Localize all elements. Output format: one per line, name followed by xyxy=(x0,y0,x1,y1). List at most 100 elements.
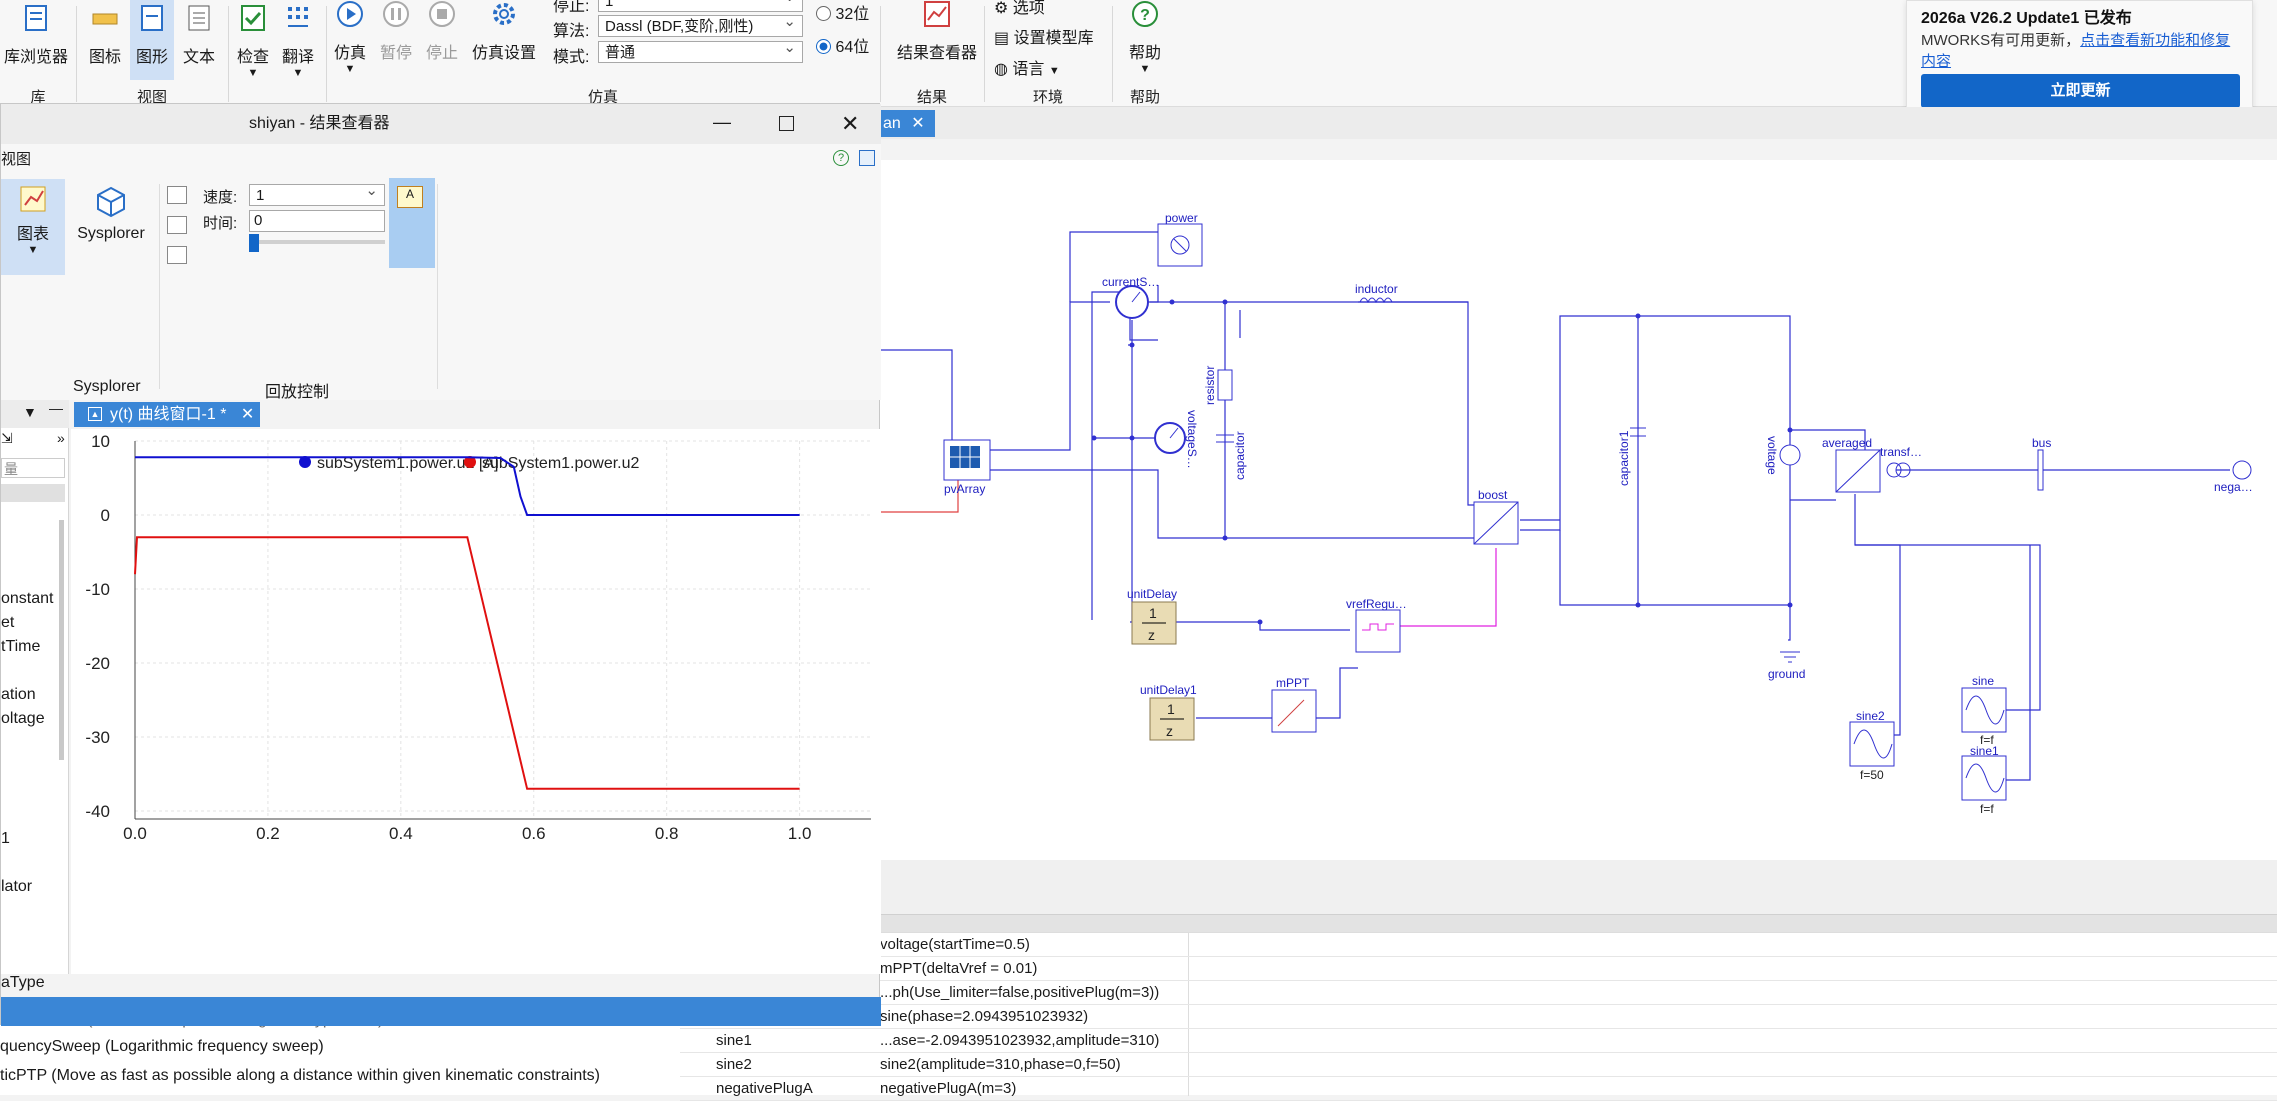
plot-window-tab[interactable]: ▲ y(t) 曲线窗口-1 * ✕ xyxy=(74,402,260,427)
result-viewer-button[interactable]: 结果查看器 xyxy=(892,0,982,63)
sine2-source[interactable] xyxy=(1849,721,1895,767)
speed-label: 速度: xyxy=(203,189,238,206)
update-now-button[interactable]: 立即更新 xyxy=(1921,74,2240,108)
library-list-item[interactable]: ticPTP (Move as fast as possible along a… xyxy=(0,1067,600,1084)
delay1-numerator: 1 xyxy=(1167,701,1175,717)
help-icon[interactable]: ? xyxy=(833,150,849,166)
vref-regulator[interactable] xyxy=(1355,609,1401,653)
model-diagram-canvas[interactable]: power currentS… inductor resistor capaci… xyxy=(880,160,2277,860)
scrollbar[interactable] xyxy=(59,520,64,760)
unit-delay-1[interactable] xyxy=(1149,697,1195,741)
time-input[interactable]: 0 xyxy=(249,210,385,232)
boost-converter[interactable] xyxy=(1473,501,1519,545)
window-title-bar[interactable]: shiyan - 结果查看器 — ✕ xyxy=(1,104,881,144)
speed-select[interactable]: 1 xyxy=(249,181,385,206)
result-viewer-toolbar: 视图 ? 图表 ▼ Sysplorer Sysplorer 速度: 1 时间: … xyxy=(1,144,881,401)
pin-icon[interactable] xyxy=(859,150,875,166)
minimize-icon[interactable]: — xyxy=(713,112,731,132)
chart-button[interactable]: 图表 ▼ xyxy=(1,179,65,275)
unit-delay[interactable] xyxy=(1131,601,1177,645)
capacitor1[interactable] xyxy=(1630,427,1646,437)
radio-32bit[interactable]: 32位 xyxy=(816,0,869,24)
close-icon[interactable]: ✕ xyxy=(841,111,860,136)
property-row[interactable]: mPPT(deltaVref = 0.01) xyxy=(680,957,2277,981)
time-slider-handle[interactable] xyxy=(249,234,259,252)
property-row[interactable]: sine1...ase=-2.0943951023932,amplitude=3… xyxy=(680,1029,2277,1053)
variable-item[interactable]: onstant xyxy=(1,590,54,607)
minimize-pane-icon[interactable]: — xyxy=(49,400,63,416)
close-icon[interactable]: ✕ xyxy=(911,115,925,132)
options-button[interactable]: ⚙ 选项 xyxy=(994,0,1045,18)
playback-step-icon[interactable] xyxy=(167,216,187,234)
y-tick-label: 0 xyxy=(101,506,110,525)
help-button[interactable]: ? 帮助 ▼ xyxy=(1122,0,1168,75)
simulate-button[interactable]: 仿真 ▼ xyxy=(330,0,370,75)
filter-icon[interactable]: ⇲ xyxy=(1,430,13,446)
model-library-button[interactable]: ▤ 设置模型库 xyxy=(994,24,1094,48)
variable-item[interactable]: tTime xyxy=(1,638,41,655)
legend-marker xyxy=(299,456,311,468)
panel-gap xyxy=(680,860,2277,916)
resistor[interactable] xyxy=(1217,369,1233,401)
sim-settings-button[interactable]: 仿真设置 xyxy=(468,0,540,63)
playback-loop-icon[interactable] xyxy=(167,246,187,264)
power-sensor[interactable] xyxy=(1157,223,1203,267)
voltage-sensor[interactable] xyxy=(1154,422,1186,454)
transformer[interactable] xyxy=(1886,462,1911,478)
capacitor[interactable] xyxy=(1216,434,1234,443)
check-button[interactable]: 检查 ▼ xyxy=(234,4,272,79)
translate-button[interactable]: 翻译 ▼ xyxy=(278,4,318,79)
property-value: sine(phase=2.0943951023932) xyxy=(880,1008,1089,1025)
radio-64bit[interactable]: 64位 xyxy=(816,33,869,57)
mode-select[interactable]: 普通 xyxy=(598,38,803,63)
variable-item[interactable]: oltage xyxy=(1,710,45,727)
variable-item[interactable]: et xyxy=(1,614,15,631)
window-title: shiyan - 结果查看器 xyxy=(249,115,390,132)
play-icon xyxy=(337,1,363,27)
icon-view-button[interactable]: 图标 xyxy=(84,4,126,67)
graphic-view-button[interactable]: 图形 xyxy=(130,0,174,80)
negative-plug[interactable] xyxy=(2232,460,2252,480)
chevron-down-icon[interactable]: ▼ xyxy=(23,404,37,420)
close-icon[interactable]: ✕ xyxy=(240,406,255,423)
sine1-source[interactable] xyxy=(1961,755,2007,801)
stop-button[interactable]: 停止 xyxy=(422,0,462,63)
library-browser-button[interactable]: 库浏览器 xyxy=(4,4,68,67)
property-row[interactable]: sine(phase=2.0943951023932) xyxy=(680,1005,2277,1029)
playback-start-icon[interactable] xyxy=(167,186,187,204)
plot-background xyxy=(135,429,881,812)
inductor[interactable] xyxy=(1359,297,1393,304)
variable-item[interactable]: 1 xyxy=(1,830,10,847)
animation-toggle-button[interactable]: A xyxy=(389,178,435,268)
sine-source[interactable] xyxy=(1961,687,2007,733)
variable-item[interactable]: aType xyxy=(1,974,45,991)
pv-array[interactable] xyxy=(943,439,991,481)
maximize-icon[interactable] xyxy=(779,116,794,131)
voltage-sensor-2[interactable] xyxy=(1779,444,1801,466)
averaged-inverter[interactable] xyxy=(1835,449,1881,493)
expand-icon[interactable]: » xyxy=(57,430,65,446)
language-button[interactable]: ◍ 语言 ▼ xyxy=(994,55,1060,79)
variable-item[interactable]: lator xyxy=(1,878,33,895)
stop-time-input[interactable]: 1 xyxy=(598,0,803,12)
variable-item[interactable]: ation xyxy=(1,686,36,703)
model-tab[interactable]: an ✕ xyxy=(880,110,935,137)
property-row[interactable]: voltage(startTime=0.5) xyxy=(680,933,2277,957)
group-help-label: 帮助 xyxy=(1129,89,1160,106)
algorithm-select[interactable]: Dassl (BDF,变阶,刚性) xyxy=(598,12,803,37)
current-sensor[interactable] xyxy=(1115,285,1149,319)
pause-button[interactable]: 暂停 xyxy=(376,0,416,63)
time-slider-track[interactable] xyxy=(249,240,385,244)
sysplorer-button[interactable]: Sysplorer xyxy=(71,184,151,243)
mppt-controller[interactable] xyxy=(1271,689,1317,733)
library-list-item[interactable]: quencySweep (Logarithmic frequency sweep… xyxy=(0,1038,324,1055)
text-view-button[interactable]: 文本 xyxy=(178,4,220,67)
whats-new-link[interactable]: 点击查看新功能和修复内容 xyxy=(1921,32,2231,70)
variable-search-input[interactable]: 量 xyxy=(1,458,65,478)
bus[interactable] xyxy=(2037,449,2044,491)
property-row[interactable]: ...ph(Use_limiter=false,positivePlug(m=3… xyxy=(680,981,2277,1005)
ground[interactable] xyxy=(1780,651,1800,663)
